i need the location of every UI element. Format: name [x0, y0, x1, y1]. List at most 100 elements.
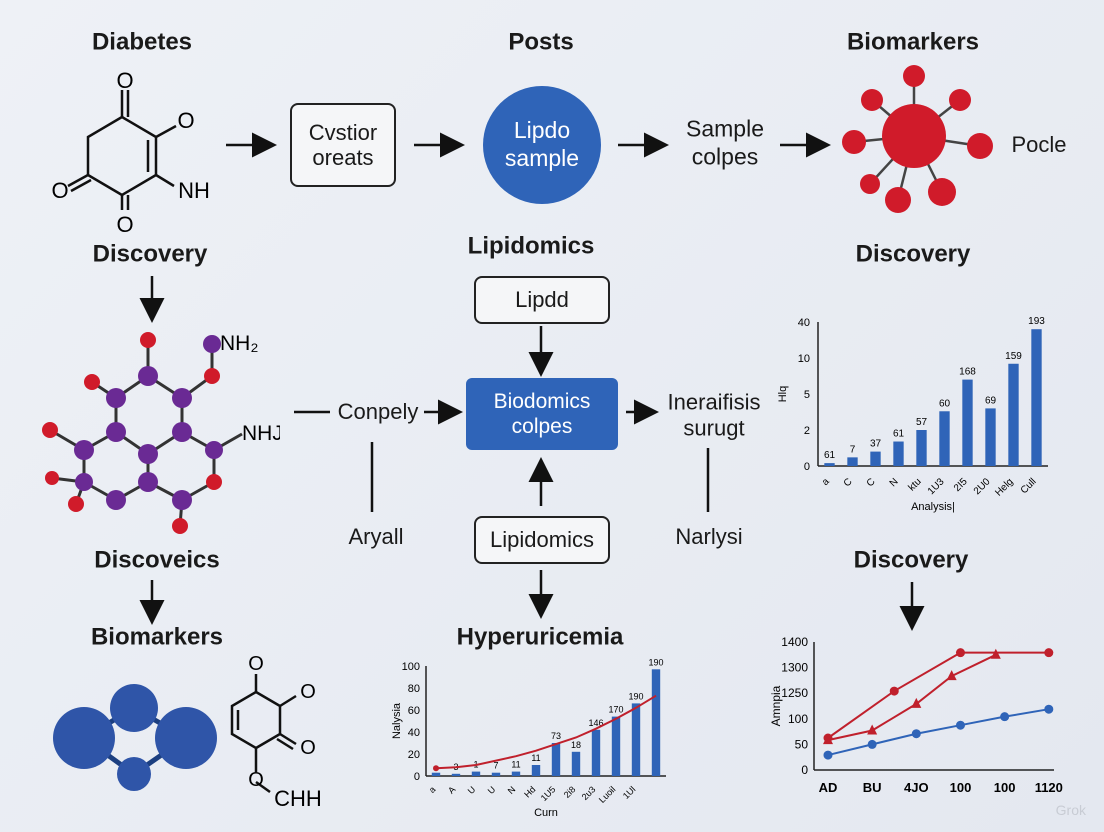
bar-data-label: 190: [628, 691, 643, 701]
bar-data-label: 193: [1028, 316, 1045, 327]
box-biodomics: Biodomics colpes: [466, 378, 618, 450]
bar: [916, 430, 927, 466]
x-tick-label: 2u3: [580, 784, 598, 802]
y-tick-label: 0: [801, 763, 808, 777]
bar-data-label: 18: [571, 740, 581, 750]
bar: [511, 771, 521, 776]
label-discoveics: Discoveics: [94, 546, 220, 574]
series-point: [823, 750, 833, 760]
series-point: [1044, 648, 1054, 658]
series-point: [911, 729, 921, 739]
bar: [631, 703, 641, 776]
chart-discovery-bar: 025104061a7C37C61N57ktu601U31682I5692U01…: [777, 316, 1048, 513]
series-point: [867, 724, 878, 735]
x-tick-label: 100: [950, 780, 972, 795]
bar: [471, 771, 481, 776]
y-tick-label: 100: [402, 661, 420, 673]
circle-lipdo-sample: Lipdo sample: [483, 86, 601, 204]
bar: [1031, 329, 1042, 466]
bar: [893, 441, 904, 466]
trend-point: [433, 765, 439, 772]
y-tick-label: 60: [408, 705, 420, 717]
x-tick-label: 4JO: [904, 780, 929, 795]
label-biomarkers-bottom: Biomarkers: [90, 623, 224, 651]
y-tick-label: 50: [795, 737, 809, 751]
series-point: [990, 648, 1001, 659]
x-tick-label: C: [842, 476, 855, 489]
molecule-top-left: O O O O NH: [51, 68, 209, 237]
series-point: [1044, 704, 1054, 714]
bar-data-label: 146: [588, 718, 603, 728]
x-tick-label: a: [820, 476, 832, 488]
watermark: Grok: [1055, 802, 1086, 818]
bar-data-label: 11: [531, 753, 540, 763]
label-sample-colpes: Sample colpes: [686, 115, 764, 169]
molecule-top-right: [842, 65, 993, 213]
x-tick-label: 2i8: [562, 784, 578, 800]
y-tick-label: 5: [804, 389, 810, 401]
series-point: [911, 697, 922, 708]
x-tick-label: 1Ul: [621, 784, 638, 801]
bar: [451, 773, 461, 776]
label-narlysi: Narlysi: [675, 523, 743, 549]
y-axis-label: Nalysia: [391, 702, 403, 739]
label-hyperuricemia: Hyperuricemia: [456, 623, 624, 651]
bar-data-label: 61: [893, 429, 905, 440]
series-point: [946, 670, 957, 681]
label-biomarkers-top: Biomarkers: [846, 28, 980, 56]
x-tick-label: A: [446, 784, 457, 795]
bar-data-label: 7: [850, 444, 856, 455]
x-tick-label: BU: [863, 780, 882, 795]
bar: [962, 379, 973, 466]
atom-label: O: [300, 737, 316, 759]
bar: [939, 411, 950, 466]
x-tick-label: 1U5: [539, 784, 558, 803]
x-tick-label: Cull: [1019, 476, 1039, 496]
bar: [591, 729, 601, 776]
bar: [551, 743, 561, 776]
box-cvstior: Cvstior oreats: [290, 103, 396, 187]
series-line: [827, 653, 997, 742]
x-tick-label: C: [865, 476, 878, 489]
atom-label: O: [116, 68, 133, 93]
bar: [571, 751, 581, 776]
bar-data-label: 37: [870, 439, 882, 450]
bar-data-label: 168: [959, 367, 976, 378]
x-tick-label: U: [466, 784, 478, 796]
x-tick-label: 2U0: [972, 476, 993, 497]
x-tick-label: a: [427, 784, 438, 795]
x-tick-label: Hd: [522, 784, 537, 799]
series-line: [827, 708, 1049, 757]
molecule-bottom-left: [53, 684, 217, 791]
label-aryall: Aryall: [348, 523, 404, 549]
y-tick-label: 100: [788, 712, 808, 726]
x-tick-label: 100: [994, 780, 1016, 795]
trend-line: [435, 694, 657, 770]
x-tick-label: U: [486, 784, 498, 796]
bar: [531, 765, 541, 776]
atom-label: O: [177, 108, 194, 133]
label-discovery-right: Discovery: [855, 240, 971, 268]
bar-data-label: 60: [939, 398, 951, 409]
bar: [491, 772, 501, 776]
atom-label: O: [248, 769, 264, 791]
label-ineraifisis: Ineraifisis surugt: [667, 389, 761, 441]
series-point: [1000, 712, 1010, 722]
bar: [870, 451, 881, 466]
bar: [431, 772, 441, 776]
y-tick-label: 40: [798, 317, 810, 329]
series-line: [827, 651, 1049, 739]
label-discovery-left: Discovery: [92, 240, 208, 268]
x-tick-label: 2I5: [952, 476, 970, 494]
box-lipidomics: Lipidomics: [474, 516, 610, 564]
y-tick-label: 1400: [781, 635, 808, 649]
bar-data-label: 170: [608, 705, 623, 715]
label-lipidomics-mid: Lipidomics: [467, 232, 595, 260]
series-point: [955, 720, 965, 730]
bar: [824, 463, 835, 466]
molecule-bottom-ring: O O O O CHH: [230, 653, 322, 810]
bar: [985, 408, 996, 466]
x-tick-label: 1120: [1035, 780, 1063, 795]
